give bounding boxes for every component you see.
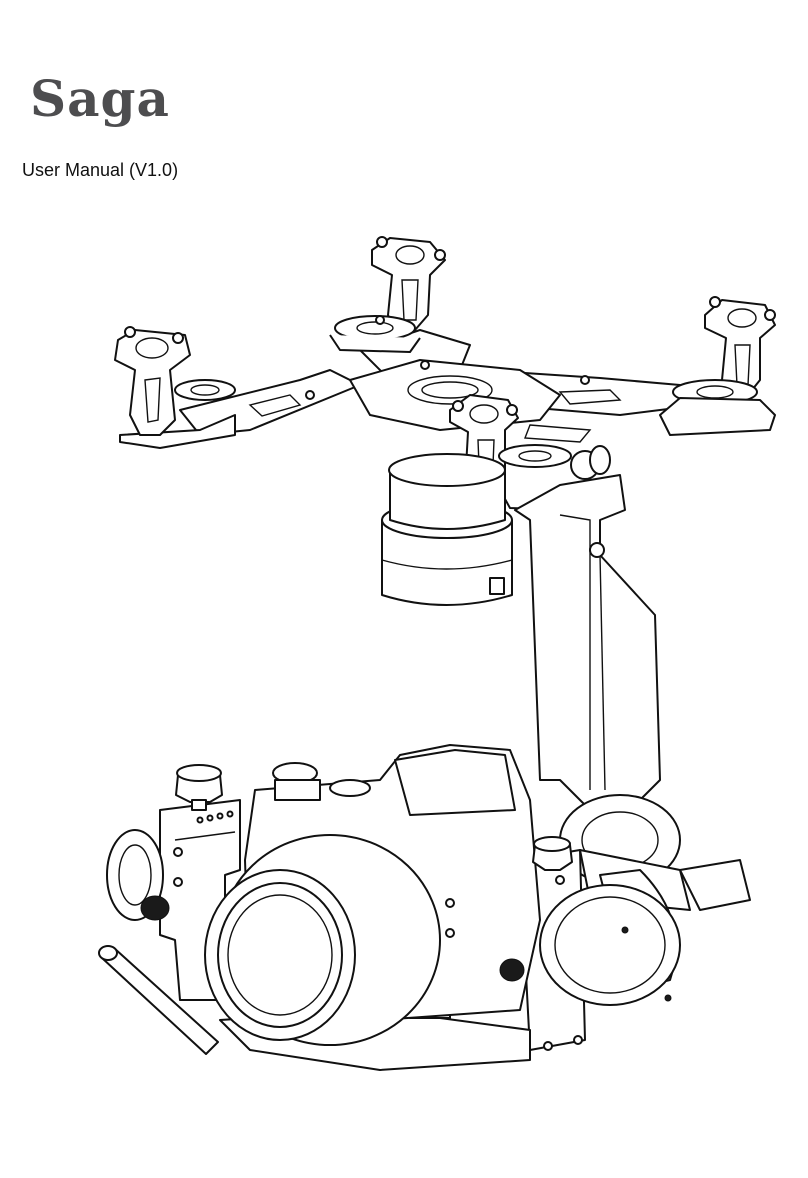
damper-clamp-right bbox=[660, 297, 775, 435]
logo-text: Saga bbox=[30, 69, 170, 128]
saga-logo-icon: Saga bbox=[30, 58, 190, 138]
yaw-motor bbox=[382, 454, 512, 605]
gimbal-illustration bbox=[0, 220, 808, 1100]
manual-subtitle: User Manual (V1.0) bbox=[22, 160, 178, 181]
gimbal-drawing-icon bbox=[0, 220, 808, 1100]
adjust-knob-top-right bbox=[533, 837, 572, 870]
lock-knob-left bbox=[141, 896, 169, 920]
top-frame bbox=[180, 330, 700, 442]
brand-logo: Saga bbox=[30, 58, 190, 138]
lock-knob-right bbox=[500, 959, 524, 981]
yaw-arm bbox=[515, 446, 660, 810]
damper-clamp-left bbox=[115, 327, 235, 448]
